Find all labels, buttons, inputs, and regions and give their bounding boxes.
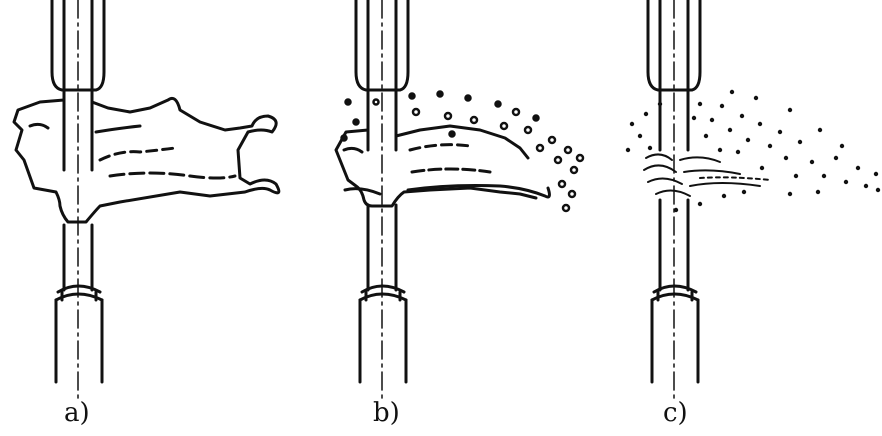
panel-label-a: a) [64,400,90,426]
panel-c [626,0,880,400]
lower-nozzle [56,286,102,382]
liquid-sheet [14,98,279,222]
lower-nozzle [360,286,406,382]
spray-droplets-c [626,90,880,212]
panel-label-b: b) [373,400,400,426]
panel-label-c: c) [663,400,688,426]
atomization-zone [644,154,770,196]
lower-nozzle [652,286,698,382]
panel-a [14,0,279,400]
panel-b [336,0,583,400]
